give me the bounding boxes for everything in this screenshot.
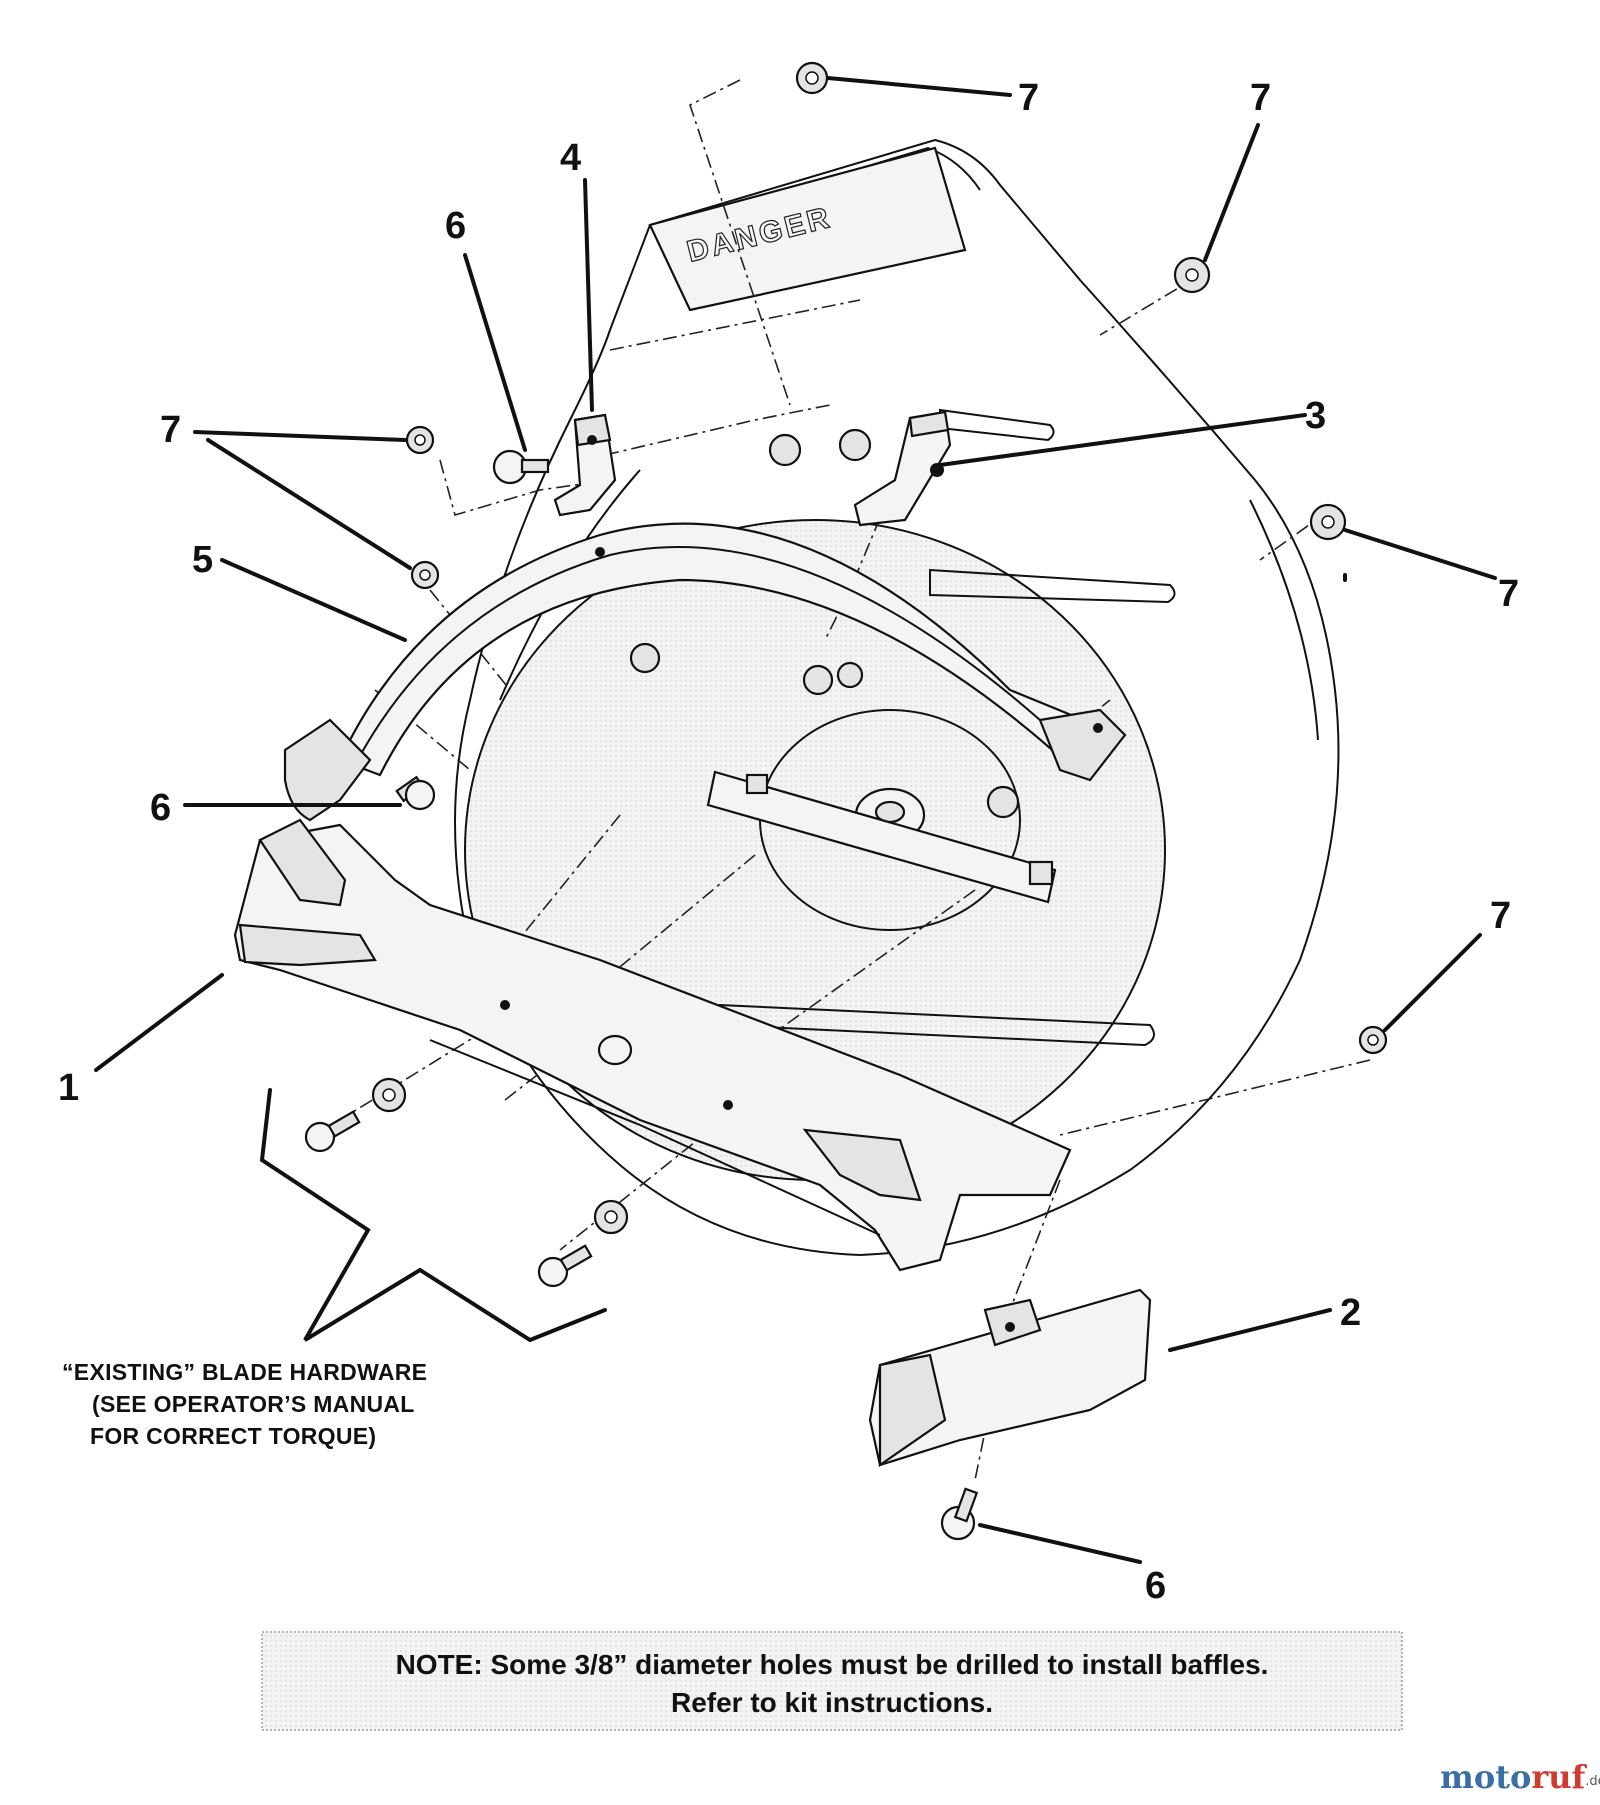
callout-7: 7 bbox=[1018, 77, 1039, 119]
blade-washer-icon bbox=[371, 1077, 407, 1113]
flange-nut-icon bbox=[986, 785, 1020, 819]
carriage-bolt-icon bbox=[940, 1487, 979, 1541]
flange-nut-icon bbox=[410, 560, 440, 590]
callout-2: 2 bbox=[1340, 1292, 1361, 1334]
callout-1: 1 bbox=[58, 1067, 79, 1109]
callout-5: 5 bbox=[192, 539, 213, 581]
flange-nut-icon bbox=[1358, 1025, 1388, 1055]
note-line-1: NOTE: Some 3/8” diameter holes must be d… bbox=[396, 1649, 1269, 1680]
hardware-fasteners bbox=[304, 61, 1388, 1541]
hardware-label-line-2: (SEE OPERATOR’S MANUAL bbox=[92, 1391, 415, 1417]
motoruf-watermark: motoruf.de bbox=[1440, 1758, 1600, 1796]
flange-nut-icon bbox=[802, 664, 834, 696]
callout-3: 3 bbox=[1305, 395, 1326, 437]
flange-nut-icon bbox=[405, 425, 435, 455]
callout-leader-lines bbox=[94, 76, 1497, 1564]
callout-7: 7 bbox=[1250, 77, 1271, 119]
blade-washer-icon bbox=[593, 1199, 629, 1235]
blade-bolt-icon bbox=[304, 1110, 361, 1153]
callout-7: 7 bbox=[160, 409, 181, 451]
callout-numbers: 7 7 4 6 3 7 5 7 6 7 1 2 6 bbox=[58, 77, 1519, 1607]
hardware-label-line-1: “EXISTING” BLADE HARDWARE bbox=[62, 1359, 427, 1385]
flange-nut-icon bbox=[836, 661, 864, 689]
part-2-rear-baffle bbox=[868, 1288, 1152, 1468]
flange-nut-icon bbox=[838, 428, 872, 462]
flange-nut-icon bbox=[768, 433, 802, 467]
flange-nut-icon bbox=[629, 642, 661, 674]
existing-blade-hardware-label: “EXISTING” BLADE HARDWARE (SEE OPERATOR’… bbox=[62, 1359, 427, 1449]
watermark-text: motoruf.de bbox=[1440, 1758, 1600, 1796]
blade-bolt-icon bbox=[537, 1244, 593, 1288]
callout-7: 7 bbox=[1490, 895, 1511, 937]
carriage-bolt-icon bbox=[395, 775, 436, 811]
callout-6: 6 bbox=[1145, 1565, 1166, 1607]
part-3-mounting-bracket bbox=[853, 410, 952, 527]
hardware-label-line-3: FOR CORRECT TORQUE) bbox=[90, 1423, 376, 1449]
callout-7: 7 bbox=[1498, 573, 1519, 615]
note-line-2: Refer to kit instructions. bbox=[671, 1687, 993, 1718]
callout-6: 6 bbox=[150, 787, 171, 829]
drilling-note-box: NOTE: Some 3/8” diameter holes must be d… bbox=[261, 1631, 1403, 1731]
carriage-bolt-icon bbox=[492, 449, 550, 485]
part-4-mounting-bracket bbox=[553, 413, 617, 517]
flange-nut-icon bbox=[1309, 503, 1347, 541]
flange-nut-icon bbox=[1173, 256, 1211, 294]
part-1-mower-blade bbox=[233, 818, 1072, 1272]
callout-6: 6 bbox=[445, 205, 466, 247]
callout-4: 4 bbox=[560, 137, 581, 179]
flange-nut-icon bbox=[795, 61, 829, 95]
part-5-arc-baffle bbox=[283, 522, 1127, 822]
